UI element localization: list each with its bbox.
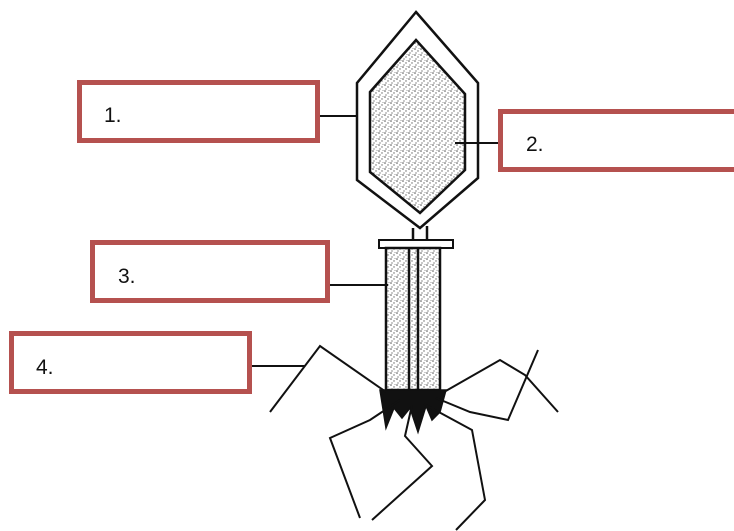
label-3-text: 3. bbox=[118, 265, 136, 288]
tail-fibers bbox=[269, 344, 559, 531]
label-2-text: 2. bbox=[526, 133, 544, 156]
label-4-text: 4. bbox=[36, 356, 54, 379]
tail-sheath bbox=[384, 246, 442, 392]
leader-lines bbox=[250, 115, 500, 367]
base-plate bbox=[379, 389, 447, 435]
label-box-1[interactable] bbox=[77, 80, 320, 143]
label-box-2[interactable] bbox=[498, 109, 734, 172]
label-box-3[interactable] bbox=[90, 240, 330, 303]
label-box-4[interactable] bbox=[9, 331, 252, 394]
genetic-material-region bbox=[368, 38, 467, 215]
label-1-text: 1. bbox=[104, 104, 122, 127]
